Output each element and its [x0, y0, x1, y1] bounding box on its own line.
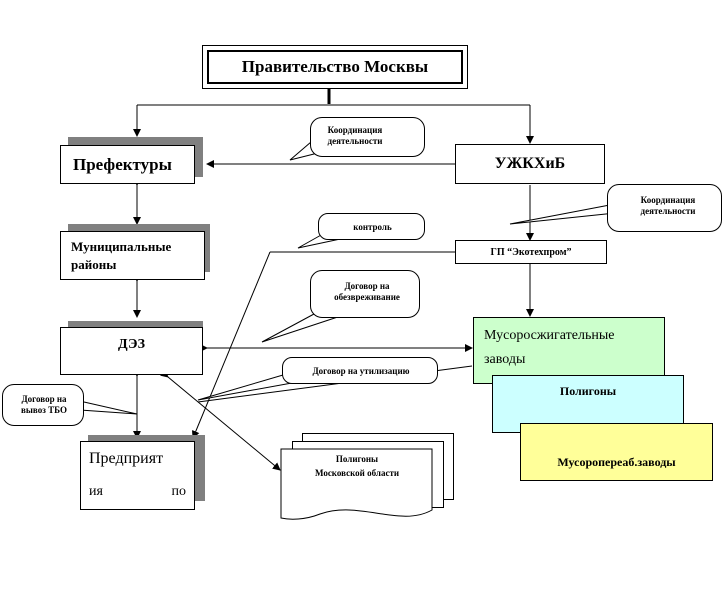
moscow-region-doc-front — [280, 448, 433, 520]
uzhkkhib-label: УЖКХиБ — [494, 155, 566, 172]
moscow-region-label: Полигоны Московской области — [314, 454, 400, 478]
callout-tbo-removal: Договор на вывоз ТБО — [2, 384, 84, 426]
callout-neutralization: Договор на обезвреживание — [310, 270, 420, 318]
callout-coordination-2: Координация деятельности — [607, 184, 722, 232]
prefectures-box: Префектуры — [60, 145, 195, 184]
gp-ecotekhprom-label: ГП “Экотехпром” — [490, 246, 572, 258]
gp-ecotekhprom-box: ГП “Экотехпром” — [455, 240, 607, 264]
processing-label: Мусоропереаб.заводы — [557, 455, 676, 469]
processing-box: Мусоропереаб.заводы — [520, 423, 713, 481]
landfills-label: Полигоны — [559, 384, 617, 398]
enterprises-label-line2b: по — [171, 484, 187, 499]
enterprises-label-line1: Предприят — [89, 450, 164, 467]
incineration-box: Мусоросжигательные заводы — [473, 317, 665, 384]
government-box: Правительство Москвы — [202, 45, 468, 89]
municipal-label: Муниципальные районы — [71, 238, 172, 272]
incineration-label: Мусоросжигательные заводы — [484, 328, 615, 367]
callout-coordination-1: Координация деятельности — [310, 117, 425, 157]
dez-box: ДЭЗ — [60, 327, 203, 375]
enterprises-box: Предприят ия по — [80, 441, 195, 510]
uzhkkhib-box: УЖКХиБ — [455, 144, 605, 184]
government-label: Правительство Москвы — [241, 57, 429, 76]
dez-label: ДЭЗ — [117, 337, 146, 352]
enterprises-label-line2a: ия — [89, 484, 103, 499]
callout-utilization: Договор на утилизацию — [282, 357, 438, 384]
municipal-box: Муниципальные районы — [60, 231, 205, 280]
prefectures-label: Префектуры — [73, 154, 172, 174]
callout-control: контроль — [318, 213, 425, 240]
